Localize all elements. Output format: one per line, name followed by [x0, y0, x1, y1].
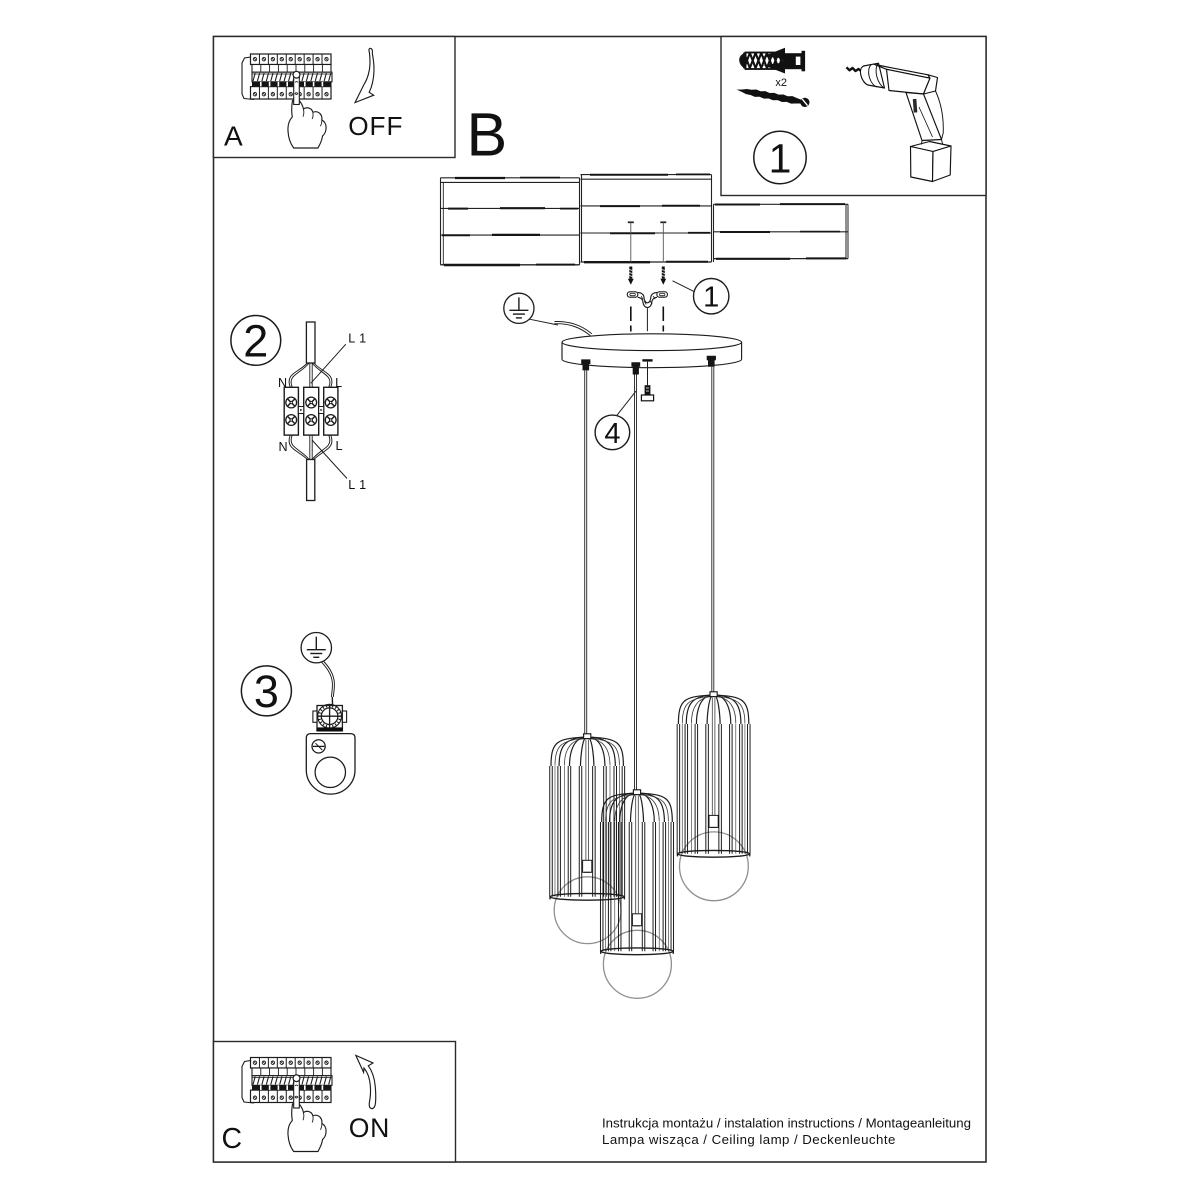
svg-text:ON: ON: [349, 1113, 390, 1143]
svg-text:4: 4: [604, 418, 620, 450]
svg-text:N: N: [278, 376, 287, 390]
svg-text:OFF: OFF: [348, 111, 403, 141]
svg-text:Lampa wisząca / Ceiling lamp /: Lampa wisząca / Ceiling lamp / Deckenleu…: [602, 1132, 896, 1147]
svg-text:A: A: [224, 121, 243, 152]
svg-text:2: 2: [243, 315, 268, 366]
svg-text:N: N: [278, 440, 287, 454]
svg-text:3: 3: [254, 666, 279, 717]
svg-text:L: L: [335, 376, 342, 390]
svg-text:Instrukcja montażu / instalati: Instrukcja montażu / instalation instruc…: [602, 1116, 971, 1131]
svg-text:x2: x2: [775, 77, 787, 89]
svg-text:L 1: L 1: [348, 332, 366, 346]
svg-text:1: 1: [769, 136, 792, 182]
svg-text:C: C: [222, 1123, 243, 1155]
svg-text:1: 1: [703, 282, 719, 314]
svg-text:L: L: [335, 439, 342, 453]
svg-text:B: B: [467, 101, 508, 169]
svg-text:L 1: L 1: [348, 478, 366, 492]
